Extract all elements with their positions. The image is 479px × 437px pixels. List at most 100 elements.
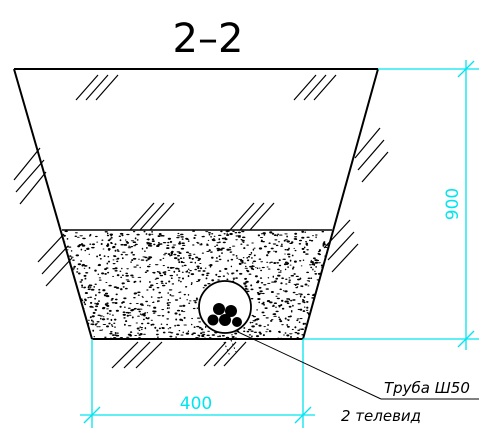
sand-speck — [308, 334, 311, 337]
sand-speck — [286, 302, 290, 305]
sand-speck — [196, 307, 199, 309]
sand-speck — [187, 330, 190, 333]
sand-speck — [306, 300, 309, 303]
height-dimension-label: 900 — [443, 188, 463, 220]
sand-speck — [68, 288, 73, 291]
sand-speck — [66, 322, 69, 324]
sand-speck — [84, 331, 87, 334]
sand-speck — [265, 288, 269, 290]
sand-speck — [191, 333, 194, 336]
sand-speck — [192, 230, 196, 232]
sand-speck — [158, 272, 162, 275]
sand-speck — [267, 251, 270, 254]
sand-speck — [236, 257, 239, 259]
sand-speck — [162, 235, 165, 237]
sand-speck — [178, 241, 181, 243]
sand-speck — [299, 318, 303, 320]
sand-speck — [114, 334, 117, 336]
sand-speck — [189, 261, 193, 264]
sand-speck — [136, 308, 141, 311]
sand-speck — [330, 306, 332, 309]
sand-speck — [157, 297, 161, 299]
sand-speck — [81, 322, 86, 324]
sand-speck — [103, 255, 106, 257]
sand-speck — [74, 235, 78, 237]
sand-speck — [79, 235, 83, 237]
sand-speck — [70, 256, 74, 258]
sand-speck — [278, 305, 281, 308]
sand-speck — [166, 307, 169, 310]
sand-speck — [108, 313, 112, 315]
sand-speck — [180, 236, 184, 238]
sand-speck — [121, 274, 124, 277]
sand-speck — [216, 242, 220, 244]
sand-speck — [328, 299, 332, 301]
sand-speck — [226, 230, 230, 232]
sand-speck — [66, 295, 69, 298]
sand-speck — [158, 327, 161, 330]
sand-speck — [182, 244, 186, 246]
sand-speck — [303, 306, 306, 308]
sand-speck — [328, 291, 331, 294]
sand-speck — [279, 288, 282, 291]
sand-speck — [170, 254, 173, 256]
sand-speck — [302, 251, 306, 254]
sand-speck — [104, 303, 107, 306]
sand-speck — [148, 286, 152, 288]
sand-speck — [192, 244, 195, 246]
sand-speck — [157, 243, 161, 246]
sand-speck — [176, 333, 180, 336]
sand-speck — [122, 311, 126, 314]
sand-speck — [164, 252, 168, 254]
sand-speck — [190, 282, 193, 284]
sand-speck — [207, 330, 211, 332]
sand-speck — [281, 307, 285, 310]
sand-speck — [263, 284, 267, 286]
sand-speck — [160, 296, 163, 299]
sand-speck — [323, 295, 326, 297]
sand-speck — [86, 336, 90, 338]
sand-speck — [136, 239, 139, 241]
sand-speck — [67, 284, 70, 286]
sand-speck — [73, 293, 76, 296]
sand-speck — [266, 300, 271, 303]
sand-speck — [241, 236, 246, 239]
sand-speck — [94, 302, 96, 305]
sand-speck — [138, 310, 141, 313]
sand-speck — [91, 323, 95, 326]
sand-speck — [263, 326, 266, 328]
sand-speck — [273, 234, 277, 237]
sand-speck — [154, 264, 159, 266]
sand-speck — [116, 249, 119, 251]
sand-speck — [96, 241, 99, 243]
sand-speck — [262, 301, 265, 304]
cable-1 — [213, 303, 225, 315]
sand-speck — [302, 259, 305, 261]
sand-speck — [137, 294, 140, 296]
sand-speck — [123, 317, 126, 319]
sand-speck — [275, 306, 277, 309]
callout-leader — [223, 331, 479, 400]
sand-speck — [116, 274, 120, 277]
sand-speck — [208, 337, 211, 339]
sand-speck — [77, 318, 81, 320]
sand-speck — [133, 281, 136, 284]
sand-speck — [323, 282, 326, 285]
sand-speck — [169, 255, 172, 257]
sand-speck — [259, 236, 264, 239]
sand-speck — [82, 263, 85, 266]
sand-speck — [234, 337, 237, 339]
sand-speck — [170, 277, 173, 279]
sand-speck — [83, 286, 87, 288]
sand-speck — [66, 302, 70, 305]
height-dimension — [303, 60, 479, 350]
sand-fill — [62, 230, 332, 339]
sand-speck — [315, 234, 318, 236]
sand-speck — [84, 303, 87, 306]
sand-speck — [301, 236, 305, 239]
sand-speck — [202, 270, 206, 272]
sand-speck — [261, 292, 265, 295]
sand-speck — [188, 302, 191, 304]
sand-speck — [307, 285, 310, 287]
sand-speck — [192, 307, 196, 310]
